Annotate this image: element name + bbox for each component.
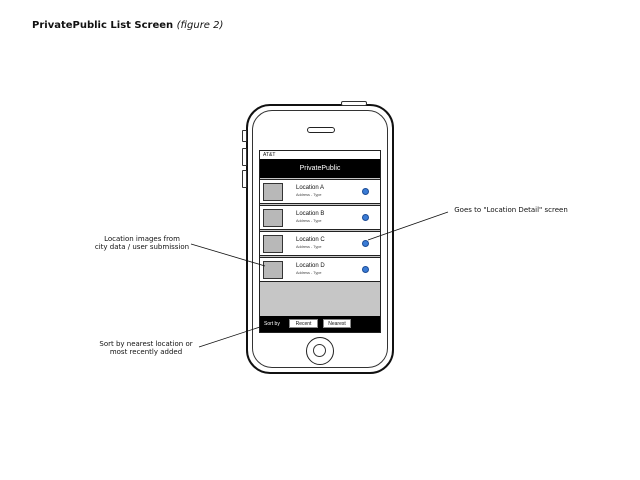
images-annotation: Location images from city data / user su…	[70, 235, 214, 251]
location-name: Location A	[296, 185, 325, 191]
recent-button[interactable]: Recent	[289, 319, 318, 328]
location-thumbnail	[263, 261, 283, 279]
images-annotation-line1: Location images from	[104, 235, 180, 243]
list-item[interactable]: Location A Address - Type	[260, 179, 380, 204]
mute-switch	[242, 130, 247, 142]
speaker-grille	[307, 127, 335, 133]
page-title: PrivatePublic List Screen (figure 2)	[32, 20, 223, 31]
location-subtitle: Address - Type	[296, 271, 322, 275]
disclosure-icon[interactable]	[362, 266, 369, 273]
location-subtitle: Address - Type	[296, 245, 322, 249]
sort-toolbar: Sort by Recent Nearest	[260, 316, 380, 332]
nearest-button[interactable]: Nearest	[323, 319, 351, 328]
nav-bar: PrivatePublic	[260, 159, 380, 178]
list-item[interactable]: Location B Address - Type	[260, 205, 380, 230]
images-annotation-line2: city data / user submission	[94, 243, 190, 251]
location-subtitle: Address - Type	[296, 219, 322, 223]
disclosure-icon[interactable]	[362, 240, 369, 247]
home-button-square	[313, 344, 326, 357]
disclosure-icon[interactable]	[362, 188, 369, 195]
page-title-text: PrivatePublic List Screen	[32, 20, 174, 31]
phone-screen: AT&T PrivatePublic Location A Address - …	[259, 150, 381, 333]
location-name: Location B	[296, 211, 325, 217]
volume-down-button	[242, 170, 247, 188]
list-item[interactable]: Location C Address - Type	[260, 231, 380, 256]
sort-annotation-line2: most recently added	[109, 348, 183, 356]
location-subtitle: Address - Type	[296, 193, 322, 197]
location-thumbnail	[263, 183, 283, 201]
sort-annotation-line1: Sort by nearest location or	[99, 340, 193, 348]
location-name: Location D	[296, 263, 325, 269]
nav-title: PrivatePublic	[299, 165, 341, 172]
carrier-label: AT&T	[263, 152, 276, 158]
detail-callout-line	[367, 211, 449, 241]
list-item[interactable]: Location D Address - Type	[260, 257, 380, 282]
sort-callout-line	[198, 326, 261, 348]
detail-annotation: Goes to "Location Detail" screen	[454, 206, 568, 214]
location-thumbnail	[263, 235, 283, 253]
phone-bezel	[252, 110, 388, 368]
location-name: Location C	[296, 237, 325, 243]
figure-label: (figure 2)	[176, 20, 224, 31]
location-thumbnail	[263, 209, 283, 227]
status-bar: AT&T	[260, 151, 380, 159]
sort-label: Sort by	[264, 321, 280, 327]
disclosure-icon[interactable]	[362, 214, 369, 221]
images-callout-line	[190, 243, 266, 267]
home-button[interactable]	[306, 337, 334, 365]
volume-up-button	[242, 148, 247, 166]
sort-annotation: Sort by nearest location or most recentl…	[86, 340, 206, 356]
sleep-button	[341, 101, 367, 106]
